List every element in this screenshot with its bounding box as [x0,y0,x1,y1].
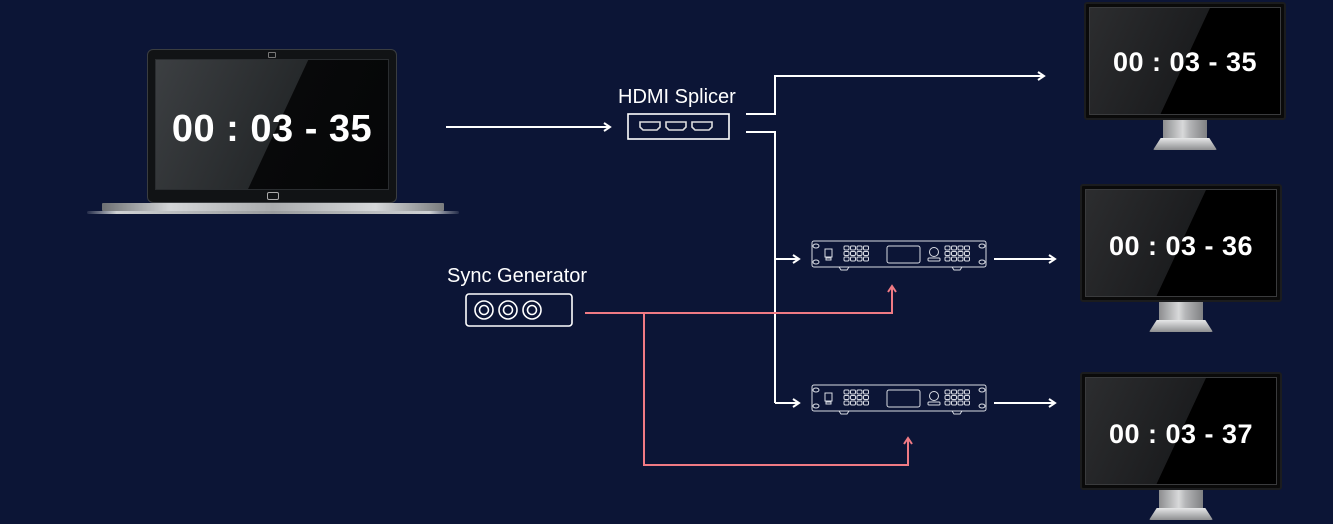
power-icon [824,392,833,405]
sync-to-controller-1-line [585,284,897,314]
display-3-clock: 00 : 03 - 37 [1108,419,1254,449]
display-frame: 00 : 03 - 37 [1080,372,1282,490]
controller-foot [951,410,963,415]
button-grid [944,389,970,406]
controller-foot [838,410,850,415]
rack-hole-icon [978,387,986,393]
button-grid [944,245,970,262]
rack-hole-icon [812,403,820,409]
display-1-clock: 00 : 03 - 35 [1112,47,1258,77]
rack-hole-icon [978,403,986,409]
hdmi-port-icon [665,121,687,131]
button-grid [843,389,869,406]
rack-hole-icon [978,243,986,249]
display-neck [1159,302,1203,322]
display-screen: 00 : 03 - 36 [1085,189,1277,297]
rack-hole-icon [812,243,820,249]
camera-icon [268,52,276,58]
laptop-base [102,203,444,211]
controller-foot [838,266,850,271]
home-button-icon [267,192,279,200]
laptop-foot [87,211,459,214]
sync-to-controller-2-line [643,313,913,466]
hdmi-port-icon [639,121,661,131]
controller-chassis [811,384,987,412]
display-neck [1159,490,1203,510]
splicer-to-display-1-line [746,71,1046,115]
hdmi-splicer-label: HDMI Splicer [618,86,736,108]
bnc-port-icon [474,300,494,320]
button-grid [843,245,869,262]
laptop-screen: 00 : 03 - 35 [155,59,389,190]
hdmi-port-icon [691,121,713,131]
display-screen: 00 : 03 - 37 [1085,377,1277,485]
hdmi-splicer [627,113,730,140]
lcd-panel [886,389,921,408]
rack-hole-icon [978,259,986,265]
controller-chassis [811,240,987,268]
display-stand [1149,508,1213,520]
controller-foot [951,266,963,271]
bnc-port-icon [522,300,542,320]
sync-generator [465,293,573,327]
power-icon [824,248,833,261]
display-stand [1153,138,1217,150]
video-controller-1 [811,240,987,271]
display-frame: 00 : 03 - 36 [1080,184,1282,302]
lcd-panel [886,245,921,264]
display-stand [1149,320,1213,332]
display-frame: 00 : 03 - 35 [1084,2,1286,120]
video-controller-2 [811,384,987,415]
rack-hole-icon [812,387,820,393]
splicer-to-controllers-trunk [746,131,776,403]
bnc-port-icon [498,300,518,320]
display-screen: 00 : 03 - 35 [1089,7,1281,115]
laptop-clock: 00 : 03 - 35 [171,108,373,150]
display-neck [1163,120,1207,140]
laptop: 00 : 03 - 35 [147,49,397,203]
rack-hole-icon [812,259,820,265]
display-2-clock: 00 : 03 - 36 [1108,231,1254,261]
sync-generator-label: Sync Generator [447,265,588,287]
knob-icon [927,391,941,406]
knob-icon [927,247,941,262]
